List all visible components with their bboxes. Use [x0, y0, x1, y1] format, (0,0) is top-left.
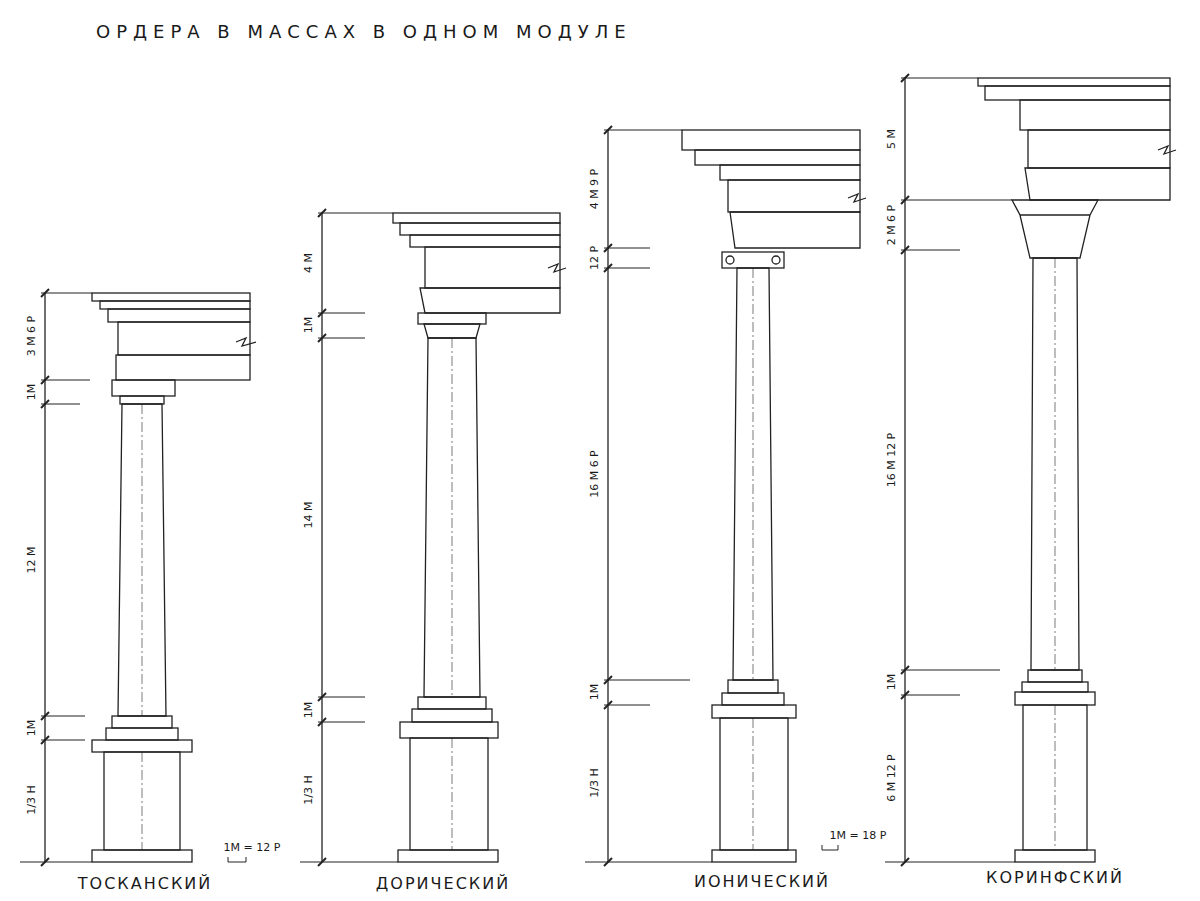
- dimension-label: 1М: [886, 673, 898, 692]
- dimension-label: 16 М 12 Р: [886, 432, 898, 489]
- dimension-label: 12 Р: [589, 245, 601, 271]
- doric-order: [300, 209, 566, 866]
- order-name: ИОНИЧЕСКИЙ: [693, 873, 831, 891]
- dimension-label: 1/3 Н: [589, 767, 601, 798]
- order-name: ТОСКАНСКИЙ: [77, 875, 213, 893]
- scale-label: 1М = 18 Р: [829, 830, 888, 842]
- dimension-label: 12 М: [26, 546, 38, 575]
- dimension-label: 4 М: [303, 252, 315, 274]
- dimension-label: 3 М 6 Р: [26, 315, 38, 358]
- dimension-label: 1М: [303, 316, 315, 335]
- tuscan-order: [20, 289, 256, 866]
- corinthian-order: [885, 74, 1176, 866]
- scale-label: 1М = 12 Р: [223, 842, 282, 854]
- drawing-title: ОРДЕРА В МАССАХ В ОДНОМ МОДУЛЕ: [95, 22, 633, 42]
- dimension-label: 6 М 12 Р: [886, 753, 898, 803]
- dimension-label: 4 М 9 Р: [589, 168, 601, 211]
- dimension-label: 1М: [303, 701, 315, 720]
- dimension-label: 1/3 Н: [303, 774, 315, 805]
- order-name: КОРИНФСКИЙ: [985, 869, 1125, 887]
- order-name: ДОРИЧЕСКИЙ: [375, 875, 511, 893]
- dimension-label: 1М: [589, 683, 601, 702]
- dimension-label: 1/3 Н: [26, 784, 38, 815]
- dimension-label: 14 М: [303, 501, 315, 530]
- dimension-label: 5 М: [886, 128, 898, 150]
- dimension-label: 2 М 6 Р: [886, 204, 898, 247]
- dimension-label: 1М: [26, 383, 38, 402]
- ionic-order: [585, 126, 866, 866]
- dimension-label: 16 М 6 Р: [589, 449, 601, 499]
- dimension-label: 1М: [26, 719, 38, 738]
